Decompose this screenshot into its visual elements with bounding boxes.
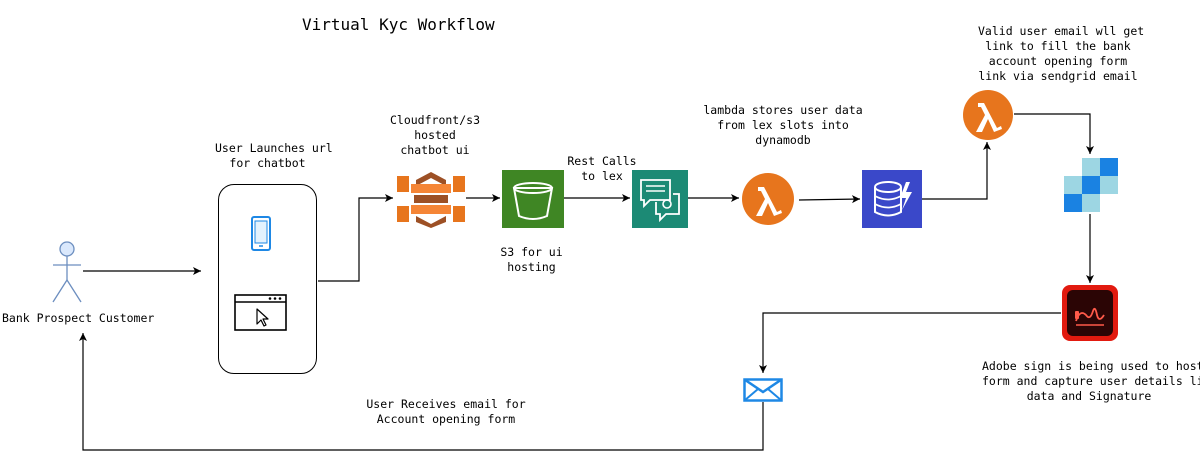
valid-email-label-line-1: Valid user email wll get: [978, 24, 1145, 38]
valid-email-label-line-2: link to fill the bank: [985, 39, 1131, 53]
s3-label-line-1: S3 for ui: [500, 245, 563, 259]
adobe-sign-label: Adobe sign is being used to host the for…: [982, 359, 1200, 404]
cloudfront-label-line-2: hosted: [414, 128, 456, 142]
valid-email-label-line-3: account opening form: [988, 54, 1128, 68]
adobe-sign-label-line-1: Adobe sign is being used to host the: [982, 359, 1200, 373]
edge-lambda2-to-sendgrid: [1014, 113, 1094, 154]
aws-cloudfront-icon: [397, 172, 465, 228]
s3-label: S3 for ui hosting: [489, 245, 574, 275]
cloudfront-label-line-1: Cloudfront/s3: [389, 113, 480, 127]
rest-calls-label-line-2: to lex: [581, 169, 623, 183]
receive-email-label-line-2: Account opening form: [376, 412, 516, 426]
edge-lambda-to-dynamodb: [798, 195, 861, 204]
s3-label-line-2: hosting: [507, 260, 556, 274]
aws-s3-bucket-icon: [502, 170, 564, 228]
launch-label: User Launches url for chatbot: [215, 141, 333, 171]
diagram-title: Virtual Kyc Workflow: [302, 15, 495, 34]
valid-email-label: Valid user email wll get link to fill th…: [978, 24, 1145, 84]
receive-email-label: User Receives email for Account opening …: [365, 397, 527, 427]
valid-email-label-line-4: link via sendgrid email: [978, 69, 1138, 83]
edge-dynamodb-to-lambda2: [922, 142, 991, 200]
edge-email-to-actor: [79, 333, 764, 451]
lambda-store-label-line-1: lambda stores user data: [703, 103, 863, 117]
mobile-phone-icon: [251, 216, 271, 251]
aws-lambda-icon: [963, 90, 1013, 140]
lambda-store-label-line-2: from lex slots into: [717, 118, 849, 132]
cloudfront-label-line-3: chatbot ui: [400, 143, 470, 157]
rest-calls-label: Rest Calls to lex: [560, 154, 644, 184]
aws-dynamodb-icon: [862, 170, 922, 228]
launch-label-line-2: for chatbot: [229, 156, 306, 170]
cloudfront-label: Cloudfront/s3 hosted chatbot ui: [385, 113, 485, 158]
browser-window-icon: [234, 294, 287, 331]
email-envelope-icon: [743, 378, 783, 402]
edge-chatbot-to-cloudfront: [318, 194, 393, 282]
stick-figure-actor-icon: [52, 241, 82, 303]
rest-calls-label-line-1: Rest Calls: [567, 154, 637, 168]
aws-lambda-icon: [742, 173, 794, 225]
adobe-sign-icon: [1062, 285, 1118, 341]
actor-label: Bank Prospect Customer: [2, 311, 155, 325]
lambda-store-label: lambda stores user data from lex slots i…: [702, 103, 864, 148]
launch-label-line-1: User Launches url: [215, 141, 333, 155]
aws-lex-chatbot-icon: [632, 170, 688, 228]
adobe-sign-label-line-3: data and Signature: [1026, 389, 1152, 403]
chatbot-device-container: [218, 184, 317, 374]
sendgrid-icon: [1064, 158, 1118, 212]
lambda-store-label-line-3: dynamodb: [755, 133, 811, 147]
adobe-sign-label-line-2: form and capture user details like: [982, 374, 1200, 388]
edge-adobe-to-email: [759, 312, 1061, 373]
receive-email-label-line-1: User Receives email for: [366, 397, 526, 411]
